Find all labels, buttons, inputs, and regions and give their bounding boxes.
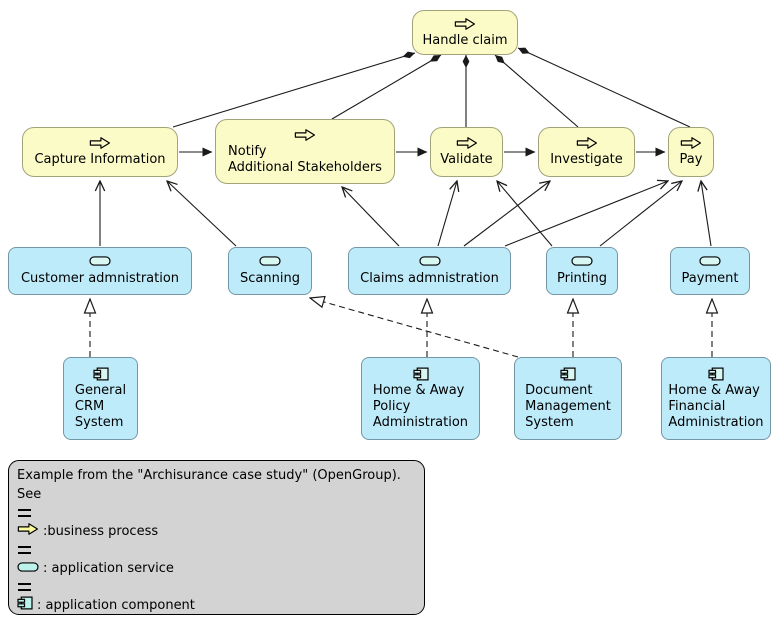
serving-lines: [100, 181, 712, 247]
node-label: Capture Information: [34, 152, 166, 167]
node-label: Pay: [679, 152, 703, 167]
node-label: Validate: [440, 152, 493, 167]
application-service-icon: [89, 255, 111, 270]
node-label: Document Management System: [525, 382, 611, 430]
node-general-crm-system: General CRM System: [63, 357, 138, 440]
application-service-icon: [259, 255, 281, 270]
application-component-icon: [17, 596, 33, 616]
legend-text-line2: See: [17, 487, 42, 502]
node-capture-information: Capture Information: [22, 127, 178, 177]
node-payment: Payment: [670, 247, 750, 295]
composition-lines: [172, 47, 691, 128]
application-service-icon: [571, 255, 593, 270]
node-label: Home & Away Financial Administration: [668, 382, 764, 430]
legend-row-application-component: : application component: [17, 596, 416, 615]
node-home-away-financial-administration: Home & Away Financial Administration: [661, 357, 771, 440]
legend-row-business-process: :business process: [17, 522, 416, 541]
application-service-icon: [17, 559, 39, 578]
legend-separator: [18, 546, 31, 554]
node-label: Home & Away Policy Administration: [372, 382, 469, 430]
node-handle-claim: Handle claim: [412, 10, 518, 55]
node-notify-additional-stakeholders: Notify Additional Stakeholders: [215, 119, 395, 184]
legend-row-application-service: : application service: [17, 559, 416, 578]
business-process-icon: [456, 136, 478, 151]
node-label: Payment: [681, 271, 739, 286]
application-component-icon: [708, 367, 724, 382]
node-label: General CRM System: [74, 382, 127, 430]
node-document-management-system: Document Management System: [514, 357, 622, 440]
application-component-icon: [560, 367, 576, 382]
node-claims-administration: Claims admnistration: [348, 247, 511, 295]
node-label: Scanning: [240, 271, 300, 286]
node-label: Investigate: [550, 152, 623, 167]
business-process-icon: [294, 128, 316, 143]
application-component-icon: [93, 367, 109, 382]
application-service-icon: [419, 255, 441, 270]
realization-lines: [90, 298, 712, 358]
node-label: Customer admnistration: [20, 271, 180, 286]
business-process-icon: [89, 136, 111, 151]
node-label: Handle claim: [422, 32, 508, 48]
node-home-away-policy-administration: Home & Away Policy Administration: [361, 357, 480, 440]
node-label: Printing: [556, 271, 607, 286]
node-investigate: Investigate: [538, 127, 635, 177]
node-label: Claims admnistration: [360, 271, 499, 286]
node-label: Notify Additional Stakeholders: [228, 143, 382, 175]
legend: Example from the "Archisurance case stud…: [8, 460, 425, 615]
node-validate: Validate: [430, 127, 503, 177]
legend-separator: [18, 583, 31, 591]
node-customer-administration: Customer admnistration: [8, 247, 192, 295]
node-printing: Printing: [546, 247, 618, 295]
application-component-icon: [413, 367, 429, 382]
application-service-icon: [699, 255, 721, 270]
legend-label-application-service: : application service: [43, 561, 174, 576]
business-process-icon: [17, 522, 39, 542]
legend-text-line1: Example from the "Archisurance case stud…: [17, 468, 401, 483]
node-scanning: Scanning: [228, 247, 312, 295]
legend-label-business-process: :business process: [43, 524, 159, 539]
business-process-icon: [454, 17, 476, 32]
legend-separator: [18, 509, 31, 517]
legend-label-application-component: : application component: [37, 598, 195, 613]
business-process-icon: [680, 136, 702, 151]
business-process-icon: [576, 136, 598, 151]
node-pay: Pay: [668, 127, 714, 177]
